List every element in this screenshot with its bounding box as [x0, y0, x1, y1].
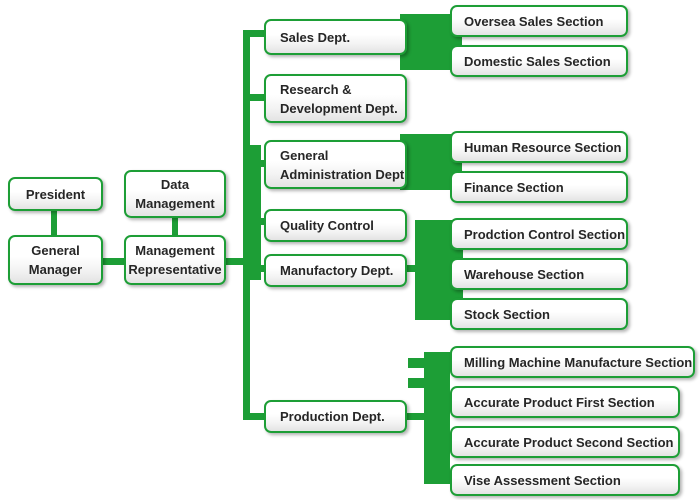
node-management-representative[interactable]: Management Representative — [124, 235, 226, 285]
node-president[interactable]: President — [8, 177, 103, 211]
node-quality-control[interactable]: Quality Control — [264, 209, 407, 242]
node-research-development-dept-line-2: Development Dept. — [280, 100, 398, 116]
connector-management-representative-to-trunk — [216, 258, 250, 265]
node-oversea-sales-section[interactable]: Oversea Sales Section — [450, 5, 628, 37]
node-quality-control-line-1: Quality Control — [280, 218, 374, 233]
connector-trunk-to-sales-dept — [243, 30, 271, 37]
node-milling-machine-manufacture-section-line-1: Milling Machine Manufacture Section — [464, 354, 693, 370]
connector-data-management-to-management-representative — [172, 216, 178, 238]
node-human-resource-section[interactable]: Human Resource Section — [450, 131, 628, 163]
node-vise-assessment-section[interactable]: Vise Assessment Section — [450, 464, 680, 496]
connector-general-manager-to-management-representative — [100, 258, 134, 265]
node-sales-dept-line-1: Sales Dept. — [280, 29, 351, 45]
node-prodction-control-section-line-1: Prodction Control Section — [464, 226, 626, 242]
node-data-management-line-1: Data — [160, 177, 190, 192]
node-accurate-product-first-section-line-1: Accurate Product First Section — [464, 394, 655, 410]
node-data-management-line-2: Management — [135, 196, 215, 211]
connector-trunk-to-quality-control — [243, 218, 271, 225]
node-manufactory-dept[interactable]: Manufactory Dept. — [264, 254, 407, 287]
node-management-representative-line-1: Management — [135, 243, 215, 258]
node-warehouse-section[interactable]: Warehouse Section — [450, 258, 628, 290]
node-general-administration-dept-line-1: General — [280, 147, 329, 163]
node-domestic-sales-section-line-1: Domestic Sales Section — [464, 53, 611, 69]
node-domestic-sales-section[interactable]: Domestic Sales Section — [450, 45, 628, 77]
node-manufactory-dept-line-1: Manufactory Dept. — [280, 263, 394, 278]
connector-production-dept-first-stub — [408, 378, 432, 388]
connector-trunk-to-general-administration-dept — [243, 160, 271, 167]
node-research-development-dept[interactable]: Research & Development Dept. — [264, 74, 407, 123]
node-accurate-product-second-section-line-1: Accurate Product Second Section — [464, 434, 674, 450]
connector-department-trunk-lower — [243, 262, 250, 420]
node-production-dept[interactable]: Production Dept. — [264, 400, 407, 433]
node-milling-machine-manufacture-section[interactable]: Milling Machine Manufacture Section — [450, 346, 695, 378]
node-finance-section-line-1: Finance Section — [464, 179, 564, 195]
node-general-manager[interactable]: General Manager — [8, 235, 103, 285]
connector-trunk-to-production-dept — [243, 413, 271, 420]
node-data-management[interactable]: Data Management — [124, 170, 226, 218]
connector-trunk-to-manufactory-dept — [243, 265, 271, 272]
node-general-manager-line-1: General — [31, 243, 80, 258]
connector-production-dept-milling-stub — [408, 358, 432, 368]
node-general-manager-line-2: Manager — [28, 262, 83, 277]
node-sales-dept[interactable]: Sales Dept. — [264, 19, 407, 55]
node-production-dept-line-1: Production Dept. — [280, 409, 385, 424]
node-finance-section[interactable]: Finance Section — [450, 171, 628, 203]
node-stock-section[interactable]: Stock Section — [450, 298, 628, 330]
node-management-representative-line-2: Representative — [128, 262, 222, 277]
connector-trunk-to-research-development-dept — [243, 94, 271, 101]
node-research-development-dept-line-1: Research & — [280, 81, 352, 97]
node-accurate-product-second-section[interactable]: Accurate Product Second Section — [450, 426, 680, 458]
node-prodction-control-section[interactable]: Prodction Control Section — [450, 218, 628, 250]
node-vise-assessment-section-line-1: Vise Assessment Section — [464, 472, 621, 488]
node-accurate-product-first-section[interactable]: Accurate Product First Section — [450, 386, 680, 418]
node-general-administration-dept[interactable]: General Administration Dept. — [264, 140, 407, 189]
connector-production-dept-feed — [396, 413, 430, 420]
connector-manufactory-dept-feed — [396, 265, 426, 272]
node-warehouse-section-line-1: Warehouse Section — [464, 266, 585, 282]
node-president-line-1: President — [25, 186, 86, 202]
node-general-administration-dept-line-2: Administration Dept. — [280, 166, 407, 182]
node-oversea-sales-section-line-1: Oversea Sales Section — [464, 13, 604, 29]
node-stock-section-line-1: Stock Section — [464, 306, 550, 322]
connector-department-trunk-middle — [243, 145, 261, 280]
node-human-resource-section-line-1: Human Resource Section — [464, 139, 622, 155]
connector-president-to-general-manager — [51, 208, 57, 238]
